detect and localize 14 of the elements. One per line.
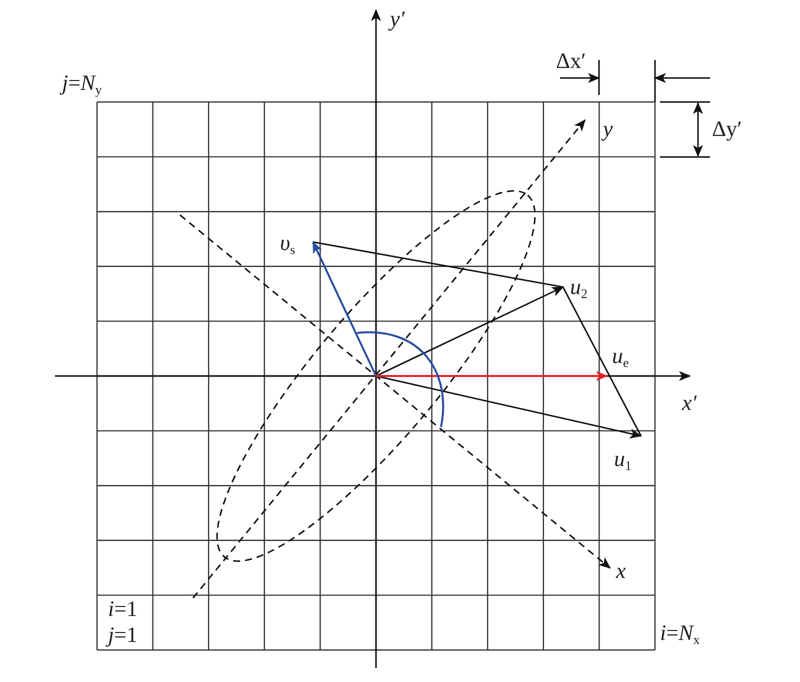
dimension-label: Δx′ (556, 50, 586, 72)
grid-index-label: j=N$_{y}$ (62, 72, 102, 96)
dimension-label: Δy′ (712, 118, 742, 140)
vector-label: u$_{2}$ (570, 276, 588, 300)
grid-index-label: i=N$_{x}$ (660, 622, 700, 646)
axis-label: x′ (682, 392, 697, 414)
grid-index-label: j=1 (108, 624, 138, 646)
axis-label: y (603, 118, 613, 140)
vector-label: u$_{1}$ (614, 448, 632, 472)
axis-label: y′ (390, 8, 405, 30)
grid-index-label: i=1 (108, 598, 138, 620)
vector-label: υ$_{s}$ (280, 232, 296, 256)
vector-label: u$_{e}$ (612, 345, 629, 369)
axis-label: x (616, 560, 626, 582)
